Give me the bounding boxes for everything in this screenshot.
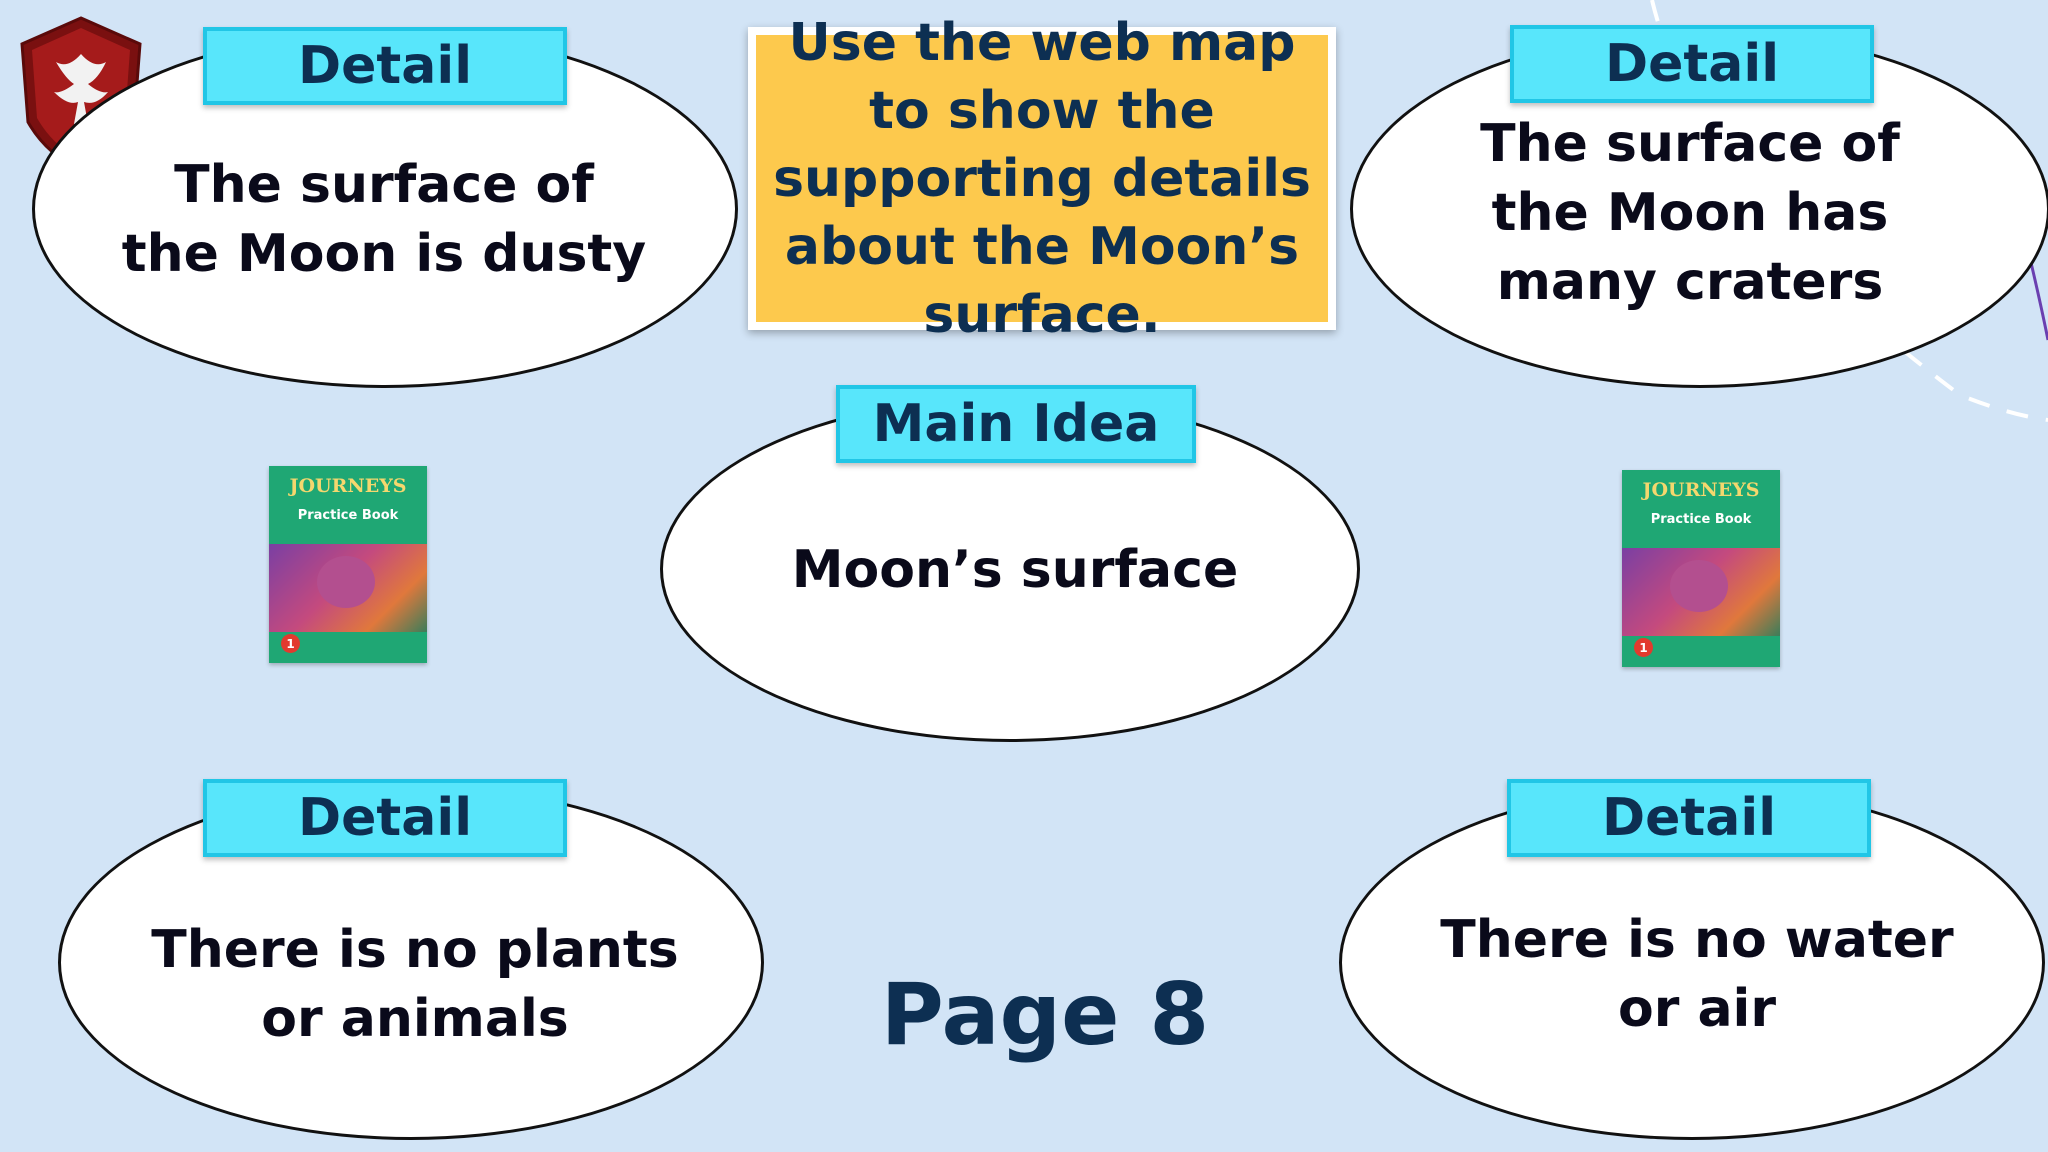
detail-label-text: Detail [1601, 788, 1777, 848]
detail-label-bottom-left: Detail [203, 779, 567, 857]
detail-text-top-right: The surface of the Moon has many craters [1480, 113, 1900, 312]
page-number: Page 8 [880, 965, 1210, 1065]
book-cover-character [1670, 560, 1728, 612]
book-volume-badge: 1 [281, 634, 300, 653]
practice-book-cover-right: JOURNEYS Practice Book 1 [1622, 470, 1780, 667]
detail-label-text: Detail [1604, 34, 1780, 94]
practice-book-cover-left: JOURNEYS Practice Book 1 [269, 466, 427, 663]
instruction-box: Use the web map to show the supporting d… [748, 13, 1336, 345]
main-idea-text: Moon’s surface [791, 539, 1239, 600]
book-cover-character [317, 556, 375, 608]
book-subtitle: Practice Book [297, 508, 399, 523]
book-title: JOURNEYS [289, 475, 407, 497]
detail-label-text: Detail [297, 788, 473, 848]
book-subtitle: Practice Book [1650, 512, 1752, 527]
detail-label-top-right: Detail [1510, 25, 1874, 103]
detail-label-top-left: Detail [203, 27, 567, 105]
detail-text-top-left: The surface of the Moon is dusty [121, 155, 647, 284]
main-idea-label-text: Main Idea [872, 394, 1160, 454]
detail-label-bottom-right: Detail [1507, 779, 1871, 857]
book-title: JOURNEYS [1642, 479, 1760, 501]
detail-text-bottom-right: There is no water or air [1440, 910, 1954, 1039]
detail-label-text: Detail [297, 36, 473, 96]
book-volume-badge: 1 [1634, 638, 1653, 657]
detail-text-bottom-left: There is no plants or animals [151, 920, 679, 1049]
main-idea-label: Main Idea [836, 385, 1196, 463]
instruction-text: Use the web map to show the supporting d… [773, 12, 1311, 345]
